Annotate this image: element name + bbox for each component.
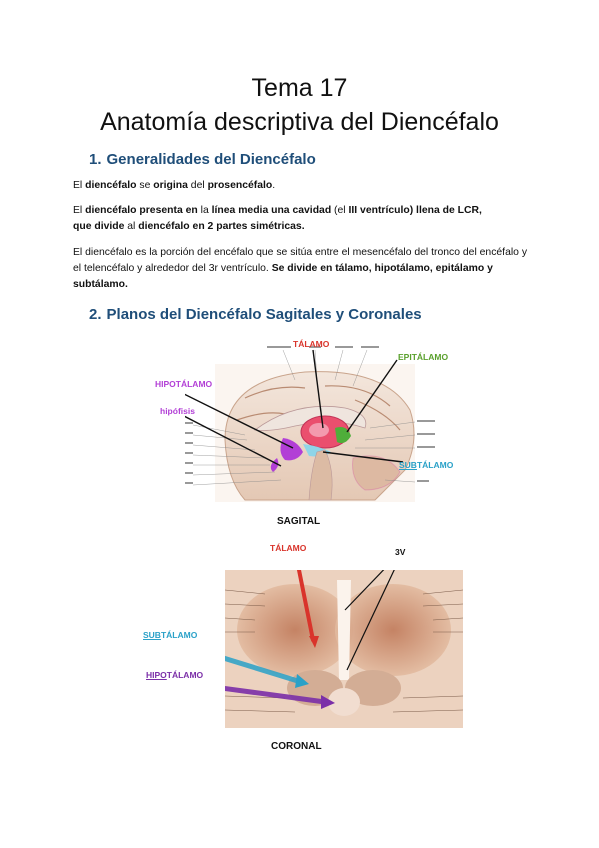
section-2-heading: 2.Planos del Diencéfalo Sagitales y Coro…: [89, 306, 422, 323]
section-1-heading: 1.Generalidades del Diencéfalo: [89, 151, 316, 168]
p1-text-e: del: [187, 180, 208, 191]
coronal-brain-figure: [225, 570, 463, 728]
sagittal-label-epitalamo: EPITÁLAMO: [398, 352, 449, 362]
coronal-label-talamo: TÁLAMO: [270, 543, 307, 553]
p2-text-i: al: [124, 221, 139, 232]
coronal-3v-arrows: [344, 570, 395, 671]
coronal-subtalamo-suffix: TÁLAMO: [160, 630, 198, 640]
sagittal-small-text-marks: [185, 346, 435, 484]
sagittal-cerebellum: [352, 455, 401, 491]
p1-text-c: se: [136, 180, 154, 191]
coronal-label-3v: 3V: [395, 547, 406, 557]
sagittal-label-talamo: TÁLAMO: [293, 339, 330, 349]
coronal-hipotalamo-area: [328, 688, 360, 716]
coronal-hipotalamo-arrowhead: [321, 695, 335, 709]
p1-bold-b: diencéfalo: [85, 180, 137, 191]
section-2-title: Planos del Diencéfalo Sagitales y Corona…: [106, 306, 422, 323]
coronal-right-subtalamo: [345, 670, 401, 706]
coronal-talamo-arrowhead: [309, 636, 319, 648]
p1-text-g: .: [272, 180, 276, 191]
p1-text-a: El: [73, 180, 86, 191]
p2-text-e: (el: [331, 205, 349, 216]
title-line-1: Tema 17: [251, 74, 348, 102]
sagittal-label-hipofisis: hipófisis: [160, 406, 195, 416]
p2-bold-h: que divide: [73, 221, 125, 232]
sagittal-arrows: [185, 349, 404, 467]
sagittal-brainstem: [308, 449, 333, 501]
section-2-number: 2.: [89, 306, 102, 323]
coronal-label-subtalamo: SUBTÁLAMO: [143, 630, 197, 640]
sagittal-label-hipotalamo: HIPOTÁLAMO: [155, 379, 213, 389]
corpus-callosum: [253, 405, 367, 431]
p2-text-c: la: [197, 205, 212, 216]
coronal-subtalamo-prefix: SUB: [143, 630, 161, 640]
coronal-right-talamo: [335, 584, 451, 676]
sagittal-subtalamo-suffix: TÁLAMO: [416, 460, 454, 470]
paragraph-2: El diencéfalo presenta en la línea media…: [73, 203, 533, 235]
coronal-hipotalamo-prefix: HIPO: [146, 670, 167, 680]
p1-bold-d: origina: [153, 180, 188, 191]
sagittal-hipotalamo-region: [280, 438, 303, 461]
p2-bold-d: línea media una cavidad: [211, 205, 332, 216]
p2-bold-j: diencéfalo en 2 partes simétricas.: [138, 221, 305, 232]
sagittal-leader-lines: [192, 349, 416, 486]
coronal-leader-lines: [225, 589, 463, 713]
p2-bold-b: diencéfalo presenta en: [85, 205, 198, 216]
paragraph-1: El diencéfalo se origina del prosencéfal…: [73, 178, 533, 194]
sagittal-brain-figure: [185, 346, 435, 502]
sagittal-subtalamo-prefix: SUB: [399, 460, 417, 470]
sagittal-hipofisis-region: [270, 458, 279, 472]
p2-bold-f: III ventrículo): [348, 205, 414, 216]
paragraph-3: El diencéfalo es la porción del encéfalo…: [73, 245, 533, 293]
p3-bold-b: Se divide en tálamo, hipotálamo, epitála…: [73, 263, 493, 290]
section-1-title: Generalidades del Diencéfalo: [106, 151, 316, 168]
coronal-hipotalamo-suffix: TÁLAMO: [166, 670, 204, 680]
sagittal-caption: SAGITAL: [277, 516, 321, 527]
title-line-2: Anatomía descriptiva del Diencéfalo: [100, 108, 499, 136]
section-1-number: 1.: [89, 151, 102, 168]
coronal-caption: CORONAL: [271, 741, 322, 752]
sagittal-talamo-highlight: [309, 423, 329, 437]
coronal-talamo-arrow: [296, 570, 315, 642]
p3-text-a: El diencéfalo es la porción del encéfalo…: [73, 247, 528, 274]
sagittal-gyri: [236, 385, 401, 431]
coronal-subtalamo-arrowhead: [295, 674, 309, 688]
coronal-left-talamo: [237, 584, 353, 676]
p2-text-a: El: [73, 205, 86, 216]
coronal-label-hipotalamo: HIPOTÁLAMO: [146, 670, 203, 680]
coronal-hipotalamo-arrow: [225, 685, 328, 705]
coronal-subtalamo-arrow: [225, 655, 304, 685]
p2-bold-g: llena de LCR,: [413, 205, 482, 216]
sagittal-label-subtalamo: SUBTÁLAMO: [399, 460, 453, 470]
p1-bold-f: prosencéfalo: [207, 180, 273, 191]
coronal-third-ventricle: [337, 580, 351, 680]
